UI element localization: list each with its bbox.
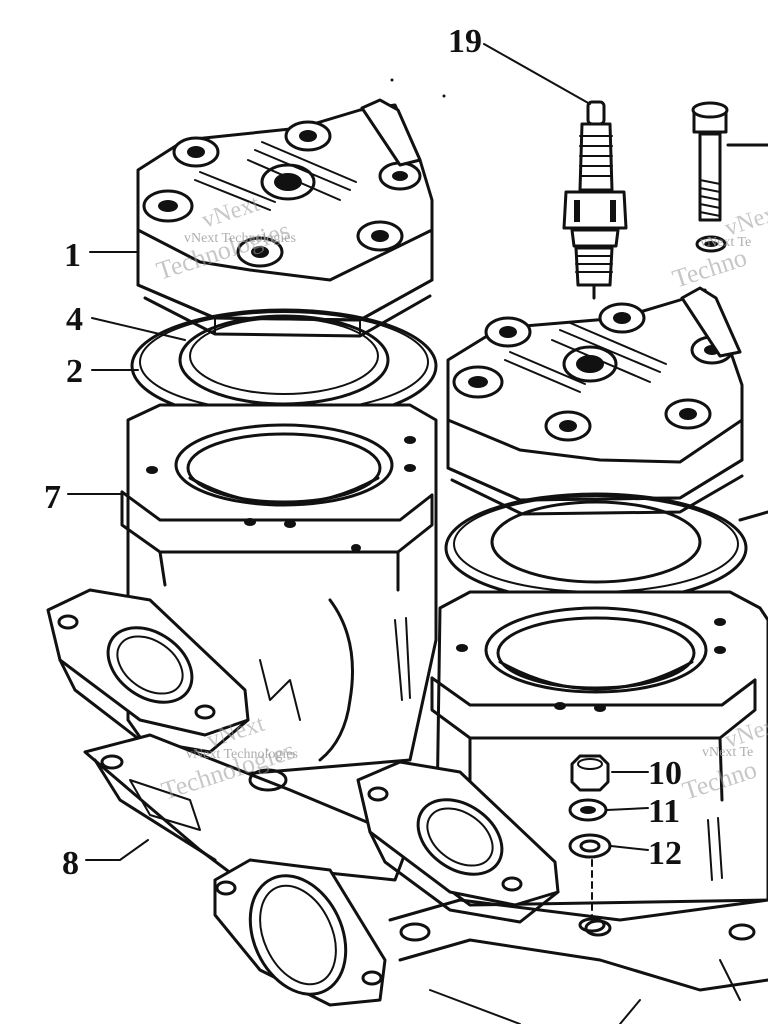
gaskets-right (444, 492, 768, 604)
callout-1: 1 (64, 237, 81, 274)
callout-19: 19 (448, 23, 482, 60)
speck (390, 78, 394, 82)
callout-8: 8 (62, 845, 79, 882)
leader-lines (67, 43, 649, 861)
nut-10 (570, 754, 610, 792)
washer-12 (568, 833, 612, 859)
callout-11: 11 (648, 793, 680, 830)
callout-2: 2 (66, 353, 83, 390)
cylinder-head-right (446, 286, 744, 516)
watermark-text: vNext Te (702, 745, 753, 760)
cylinder-head-left (136, 98, 434, 338)
callout-4: 4 (66, 301, 83, 338)
manifold-gasket-8 (83, 733, 412, 1007)
callout-10: 10 (648, 755, 682, 792)
speck (442, 94, 446, 98)
watermark-text: vNext Te (700, 235, 751, 250)
gasket-4 (178, 314, 390, 406)
callout-12: 12 (648, 835, 682, 872)
crankcase (388, 898, 768, 1024)
washer-11 (568, 798, 608, 822)
watermark-text: vNext Technologies (184, 231, 296, 246)
exhaust-flange-right (356, 760, 560, 924)
watermark-text: vNext Technologies (186, 747, 298, 762)
head-bolt (691, 101, 768, 253)
spark-plug-19 (562, 100, 628, 300)
exhaust-flange-left (46, 588, 250, 754)
stud-hole (578, 917, 606, 933)
callout-7: 7 (44, 479, 61, 516)
